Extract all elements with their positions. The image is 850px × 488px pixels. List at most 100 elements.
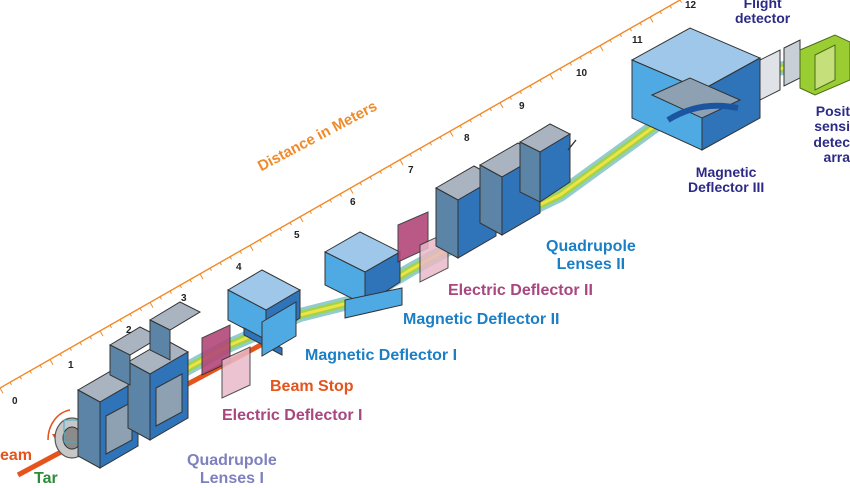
axis-tick-label-10: 10 <box>576 68 588 79</box>
axis-tick-mark <box>559 68 562 72</box>
axis-tick-mark <box>229 256 232 260</box>
position-detector-label-line-4: arra <box>823 149 850 166</box>
axis-tick-mark <box>659 11 662 15</box>
axis-tick-mark <box>269 233 272 237</box>
quadrupole-lenses-1-label-line-2: Lenses I <box>199 469 264 487</box>
axis-tick-mark <box>29 370 32 374</box>
axis-tick-label-8: 8 <box>464 133 470 144</box>
axis-tick-mark <box>209 267 212 272</box>
axis-tick-mark <box>349 188 354 194</box>
axis-tick-mark <box>429 142 432 146</box>
axis-tick-mark <box>509 96 512 100</box>
axis-tick-mark <box>399 159 404 166</box>
axis-tick-mark <box>639 22 642 26</box>
axis-tick-mark <box>189 279 192 283</box>
axis-tick-mark <box>239 250 242 254</box>
axis-tick-mark <box>549 73 554 80</box>
axis-tick-mark <box>89 336 92 340</box>
axis-tick-label-4: 4 <box>236 262 242 273</box>
axis-tick-label-12: 12 <box>685 0 697 11</box>
axis-tick-mark <box>179 285 182 289</box>
axis-tick-mark <box>49 359 54 365</box>
axis-tick-mark <box>39 364 42 369</box>
axis-tick-mark <box>499 102 504 109</box>
axis-tick-label-2: 2 <box>126 325 132 336</box>
axis-tick-mark <box>529 85 532 89</box>
electric-deflector-2-label: Electric Deflector II <box>448 282 593 299</box>
axis-tick-mark <box>449 130 454 137</box>
flight-detector-label-line-1: Flight <box>743 0 782 11</box>
axis-tick-mark <box>139 307 142 311</box>
axis-tick-mark <box>569 62 572 66</box>
axis-tick-mark <box>649 16 654 23</box>
position-detector-label: Posit sensi detec arra <box>808 103 850 166</box>
axis-tick-mark <box>479 113 482 117</box>
axis-tick-label-7: 7 <box>408 165 414 176</box>
axis-tick-mark <box>289 222 292 226</box>
axis-tick-mark <box>99 330 104 337</box>
quadrupole-lenses-2-label-line-1: Quadrupole <box>546 238 636 255</box>
position-detector-label-line-3: detec <box>813 133 850 150</box>
magnetic-deflector-3-label: Magnetic Deflector III <box>688 164 765 196</box>
axis-tick-label-3: 3 <box>181 293 187 304</box>
position-detector-label-line-2: sensi <box>814 118 850 135</box>
axis-tick-mark <box>319 205 322 209</box>
magnetic-deflector-3 <box>630 27 762 151</box>
axis-tick-mark <box>69 347 72 351</box>
axis-tick-mark <box>409 153 412 157</box>
axis-tick-mark <box>329 199 332 203</box>
magnetic-deflector-1 <box>226 269 302 357</box>
axis-tick-mark <box>159 296 162 300</box>
magnetic-deflector-3-label-line-1: Magnetic <box>695 164 757 180</box>
axis-tick-mark <box>59 353 62 357</box>
axis-tick-mark <box>469 119 472 123</box>
flight-detector-label-line-2: detector <box>735 10 791 27</box>
axis-tick-label-11: 11 <box>632 35 643 46</box>
magnetic-deflector-3-label-line-2: Deflector III <box>688 179 765 196</box>
axis-tick-mark <box>359 182 362 186</box>
axis-tick-mark <box>629 28 632 32</box>
axis-tick-mark <box>129 313 132 317</box>
quadrupole-lenses-1 <box>76 301 202 469</box>
magnetic-deflector-1-label: Magnetic Deflector I <box>305 347 458 364</box>
axis-tick-label-1: 1 <box>68 360 74 371</box>
electric-deflector-1-plates <box>201 324 251 399</box>
quadrupole-lenses-1-label-line-1: Quadrupole <box>187 452 277 469</box>
axis-tick-mark <box>199 273 204 280</box>
axis-tick-label-9: 9 <box>519 101 525 112</box>
axis-tick-mark <box>9 382 12 386</box>
axis-tick-mark <box>0 387 4 394</box>
axis-tick-mark <box>259 239 262 243</box>
axis-tick-mark <box>459 125 462 129</box>
axis-tick-mark <box>619 33 622 38</box>
axis-tick-mark <box>679 0 682 3</box>
magnetic-deflector-2-label: Magnetic Deflector II <box>403 311 560 328</box>
beam-label: eam <box>0 447 33 464</box>
electric-deflector-1-label: Electric Deflector I <box>222 407 363 424</box>
quadrupole-lenses-2 <box>434 123 577 259</box>
axis-tick-mark <box>109 324 112 329</box>
axis-tick-mark <box>589 51 592 55</box>
axis-tick-mark <box>379 170 382 175</box>
flight-detector-plates <box>759 39 801 101</box>
axis-tick-label-0: 0 <box>12 396 18 407</box>
quadrupole-lenses-2-label-line-2: Lenses II <box>556 255 626 273</box>
position-detector-label-line-1: Posit <box>815 103 850 119</box>
axis-tick-mark <box>519 91 522 95</box>
target-label: Tar <box>34 470 58 487</box>
axis-tick-mark <box>339 193 342 197</box>
axis-tick-mark <box>579 56 582 60</box>
axis-tick-mark <box>669 5 672 9</box>
axis-tick-marks <box>0 0 682 394</box>
axis-tick-label-6: 6 <box>350 197 356 208</box>
beam-stop-label: Beam Stop <box>270 378 354 395</box>
axis-tick-mark <box>609 39 612 43</box>
axis-tick-mark <box>389 165 392 169</box>
magnetic-deflector-2 <box>323 231 403 319</box>
axis-tick-mark <box>369 176 372 180</box>
axis-tick-mark <box>119 319 122 323</box>
axis-tick-mark <box>149 302 154 308</box>
axis-tick-mark <box>489 108 492 112</box>
